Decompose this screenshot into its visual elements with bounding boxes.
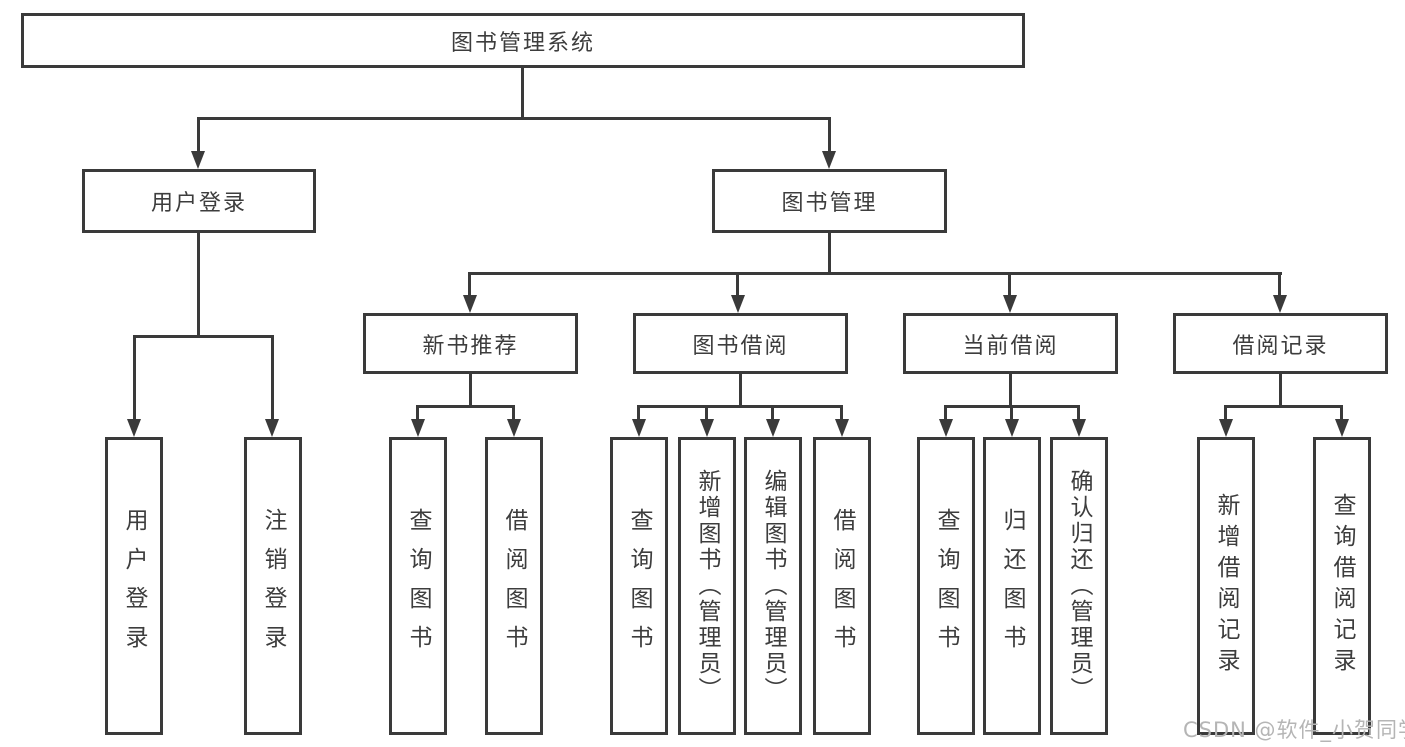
connector-root-bar <box>197 117 831 120</box>
leaf-borrow-edit-admin: 编辑图书（管理员） <box>744 437 802 735</box>
arrow-down-icon <box>1072 419 1086 437</box>
connector-drop-leaf-logout <box>271 335 274 421</box>
connector-drop-book-management <box>828 117 831 153</box>
arrow-down-icon <box>939 419 953 437</box>
connector-book-borrow-stem <box>739 374 742 405</box>
leaf-borrow-query-label: 查询图书 <box>626 508 652 664</box>
connector-drop-borrow-add <box>705 405 708 422</box>
connector-drop-newbook-query <box>416 405 419 422</box>
connector-book-management-stem <box>828 233 831 272</box>
node-root-label: 图书管理系统 <box>450 30 595 56</box>
arrow-down-icon <box>1273 295 1287 313</box>
node-user-login-label: 用户登录 <box>150 191 247 216</box>
leaf-current-confirm-admin: 确认归还（管理员） <box>1050 437 1108 735</box>
arrow-down-icon <box>1003 295 1017 313</box>
arrow-down-icon <box>1335 419 1349 437</box>
leaf-borrow-add-admin-label: 新增图书（管理员） <box>694 469 720 703</box>
connector-drop-current-borrow <box>1008 272 1011 298</box>
connector-user-login-bar <box>133 335 274 338</box>
connector-book-management-bar <box>468 272 1282 275</box>
connector-book-borrow-bar <box>637 405 843 408</box>
leaf-records-query-label: 查询借阅记录 <box>1329 493 1355 679</box>
leaf-current-return-label: 归还图书 <box>999 508 1025 664</box>
leaf-borrow-add-admin: 新增图书（管理员） <box>678 437 736 735</box>
arrow-down-icon <box>632 419 646 437</box>
leaf-records-add-label: 新增借阅记录 <box>1213 493 1239 679</box>
leaf-newbook-query-label: 查询图书 <box>405 508 431 664</box>
leaf-borrow-borrow-label: 借阅图书 <box>829 508 855 664</box>
leaf-newbook-borrow-label: 借阅图书 <box>501 508 527 664</box>
node-book-borrow: 图书借阅 <box>633 313 848 374</box>
arrow-down-icon <box>766 419 780 437</box>
connector-new-book-stem <box>469 374 472 405</box>
connector-drop-leaf-user-login <box>133 335 136 421</box>
connector-drop-records-add <box>1224 405 1227 422</box>
arrow-down-icon <box>822 151 836 169</box>
arrow-down-icon <box>700 419 714 437</box>
leaf-logout: 注销登录 <box>244 437 302 735</box>
connector-drop-borrow-records <box>1278 272 1281 298</box>
arrow-down-icon <box>191 151 205 169</box>
leaf-user-login: 用户登录 <box>105 437 163 735</box>
arrow-down-icon <box>835 419 849 437</box>
leaf-records-add: 新增借阅记录 <box>1197 437 1255 735</box>
arrow-down-icon <box>1005 419 1019 437</box>
arrow-down-icon <box>265 419 279 437</box>
leaf-newbook-query: 查询图书 <box>389 437 447 735</box>
node-current-borrow-label: 当前借阅 <box>962 333 1059 359</box>
connector-drop-borrow-edit <box>771 405 774 422</box>
node-current-borrow: 当前借阅 <box>903 313 1118 374</box>
leaf-current-return: 归还图书 <box>983 437 1041 735</box>
connector-current-borrow-stem <box>1009 374 1012 405</box>
leaf-logout-label: 注销登录 <box>260 508 286 664</box>
arrow-down-icon <box>731 295 745 313</box>
node-borrow-records: 借阅记录 <box>1173 313 1388 374</box>
node-book-borrow-label: 图书借阅 <box>692 333 789 359</box>
connector-borrow-records-bar <box>1224 405 1343 408</box>
leaf-current-query: 查询图书 <box>917 437 975 735</box>
connector-drop-records-query <box>1340 405 1343 422</box>
leaf-records-query: 查询借阅记录 <box>1313 437 1371 735</box>
node-root-system: 图书管理系统 <box>21 13 1025 68</box>
node-user-login: 用户登录 <box>82 169 316 233</box>
connector-drop-book-borrow <box>736 272 739 298</box>
csdn-watermark: CSDN @软件_小贺同学 <box>1183 718 1405 742</box>
leaf-current-confirm-admin-label: 确认归还（管理员） <box>1066 469 1092 703</box>
node-new-book-recommend-label: 新书推荐 <box>422 333 519 359</box>
node-book-management-label: 图书管理 <box>781 191 878 216</box>
leaf-user-login-label: 用户登录 <box>121 508 147 664</box>
connector-drop-current-return <box>1010 405 1013 422</box>
connector-drop-newbook-borrow <box>512 405 515 422</box>
connector-drop-borrow-borrow <box>840 405 843 422</box>
connector-drop-borrow-query <box>637 405 640 422</box>
arrow-down-icon <box>507 419 521 437</box>
arrow-down-icon <box>1219 419 1233 437</box>
leaf-newbook-borrow: 借阅图书 <box>485 437 543 735</box>
node-new-book-recommend: 新书推荐 <box>363 313 578 374</box>
connector-root-stem <box>521 68 524 117</box>
leaf-borrow-query: 查询图书 <box>610 437 668 735</box>
leaf-current-query-label: 查询图书 <box>933 508 959 664</box>
connector-borrow-records-stem <box>1279 374 1282 405</box>
connector-new-book-bar <box>416 405 515 408</box>
arrow-down-icon <box>127 419 141 437</box>
node-book-management: 图书管理 <box>712 169 947 233</box>
connector-drop-current-confirm <box>1077 405 1080 422</box>
leaf-borrow-edit-admin-label: 编辑图书（管理员） <box>760 469 786 703</box>
connector-user-login-stem <box>197 233 200 335</box>
node-borrow-records-label: 借阅记录 <box>1232 333 1329 359</box>
arrow-down-icon <box>463 295 477 313</box>
connector-drop-new-book-recommend <box>468 272 471 298</box>
connector-drop-user-login <box>197 117 200 153</box>
connector-drop-current-query <box>944 405 947 422</box>
leaf-borrow-borrow: 借阅图书 <box>813 437 871 735</box>
arrow-down-icon <box>411 419 425 437</box>
